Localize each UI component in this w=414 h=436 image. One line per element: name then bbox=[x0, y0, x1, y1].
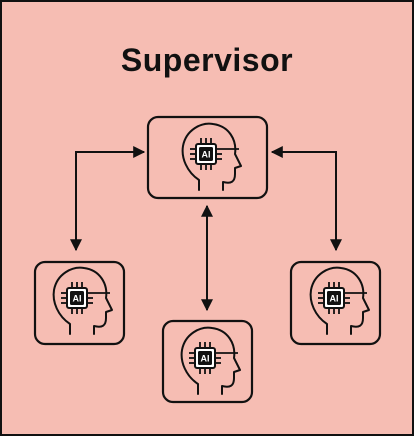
svg-text:AI: AI bbox=[201, 354, 210, 364]
ai-head-icon: AI bbox=[52, 266, 113, 335]
ai-head-icon: AI bbox=[309, 266, 370, 335]
ai-head-icon: AI bbox=[181, 122, 242, 191]
agent-node-left: AI bbox=[33, 260, 126, 346]
svg-text:AI: AI bbox=[330, 294, 339, 304]
connections bbox=[70, 146, 342, 312]
supervisor-node: AI bbox=[146, 115, 269, 200]
diagram-title: Supervisor bbox=[120, 42, 294, 78]
ai-head-icon: AI bbox=[180, 326, 241, 395]
agent-node-center: AI bbox=[161, 319, 254, 404]
svg-text:AI: AI bbox=[73, 294, 82, 304]
agent-node-right: AI bbox=[289, 260, 382, 346]
svg-text:AI: AI bbox=[202, 150, 211, 160]
arrow-supervisor-agent-left bbox=[70, 146, 146, 252]
arrow-supervisor-agent-right bbox=[270, 146, 342, 252]
